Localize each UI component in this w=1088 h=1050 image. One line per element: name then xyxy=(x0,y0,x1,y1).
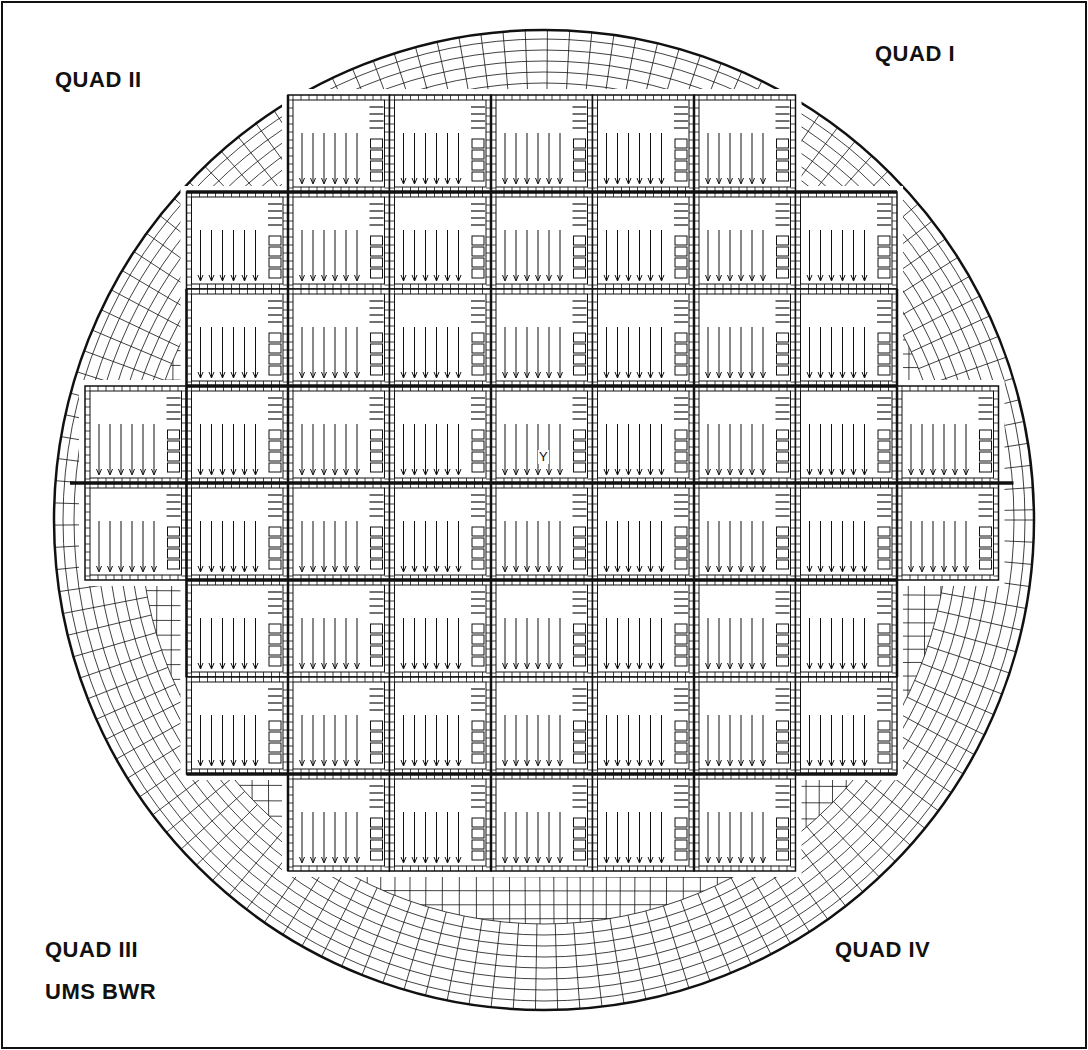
fuel-cell xyxy=(390,386,492,483)
fuel-cell xyxy=(593,289,695,386)
fuel-cell xyxy=(694,386,796,483)
quadrant-label: QUAD III xyxy=(45,938,138,962)
fuel-cell xyxy=(694,677,796,774)
model-title: UMS BWR xyxy=(45,980,156,1004)
fuel-cell xyxy=(694,774,796,871)
fuel-cell xyxy=(593,386,695,483)
fuel-cell xyxy=(796,580,898,677)
fuel-cell xyxy=(288,483,390,580)
fuel-cell xyxy=(796,386,898,483)
heavy-walls xyxy=(70,95,1014,871)
fuel-cell xyxy=(694,483,796,580)
fuel-cell xyxy=(694,192,796,289)
basket-shell xyxy=(54,30,1034,1010)
fuel-cell xyxy=(187,483,289,580)
fuel-cell xyxy=(288,386,390,483)
fuel-cell xyxy=(491,774,593,871)
fuel-cell xyxy=(390,192,492,289)
axis-label: Y xyxy=(538,450,549,464)
fuel-cell xyxy=(593,677,695,774)
fuel-cell xyxy=(796,289,898,386)
fuel-cell xyxy=(796,192,898,289)
fuel-cell xyxy=(390,677,492,774)
fuel-cell xyxy=(593,192,695,289)
fuel-cell xyxy=(796,677,898,774)
fuel-cell xyxy=(491,677,593,774)
fuel-cell xyxy=(187,192,289,289)
fuel-cell xyxy=(491,580,593,677)
fuel-cell xyxy=(288,774,390,871)
fuel-cell xyxy=(288,289,390,386)
fuel-cell xyxy=(694,580,796,677)
fuel-cell xyxy=(491,483,593,580)
fuel-cell xyxy=(491,192,593,289)
fuel-cell xyxy=(187,289,289,386)
fuel-cell xyxy=(187,580,289,677)
fuel-cell xyxy=(390,774,492,871)
fuel-cell xyxy=(85,386,187,483)
fuel-cell xyxy=(897,386,999,483)
fuel-cell xyxy=(491,289,593,386)
fuel-cell xyxy=(390,95,492,192)
quadrant-label: QUAD I xyxy=(875,42,955,66)
fuel-cell xyxy=(694,289,796,386)
fuel-cell xyxy=(593,580,695,677)
fuel-cell xyxy=(491,386,593,483)
fuel-cell xyxy=(694,95,796,192)
fuel-cell xyxy=(288,677,390,774)
fuel-cell xyxy=(288,192,390,289)
fuel-cell xyxy=(593,774,695,871)
quadrant-label: QUAD II xyxy=(55,68,142,92)
quadrant-label: QUAD IV xyxy=(835,938,930,962)
fuel-cell xyxy=(390,289,492,386)
fuel-cell xyxy=(593,95,695,192)
fuel-cell xyxy=(288,95,390,192)
fuel-cell xyxy=(187,386,289,483)
fuel-cell xyxy=(897,483,999,580)
fuel-cell xyxy=(187,677,289,774)
fuel-cell xyxy=(593,483,695,580)
fuel-cell xyxy=(796,483,898,580)
mesh xyxy=(40,20,1050,1030)
fuel-cell xyxy=(85,483,187,580)
fuel-cell xyxy=(390,580,492,677)
fuel-cell xyxy=(390,483,492,580)
fuel-cell xyxy=(491,95,593,192)
fuel-cell xyxy=(288,580,390,677)
